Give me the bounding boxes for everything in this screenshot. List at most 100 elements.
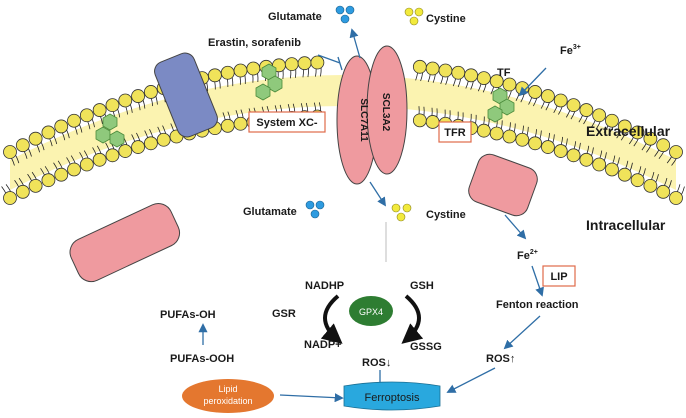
cystine-top-label: Cystine <box>426 13 466 25</box>
system-xc-box <box>248 111 326 133</box>
lipid-head <box>208 68 222 83</box>
lipid-head <box>476 123 491 138</box>
intracellular-label: Intracellular <box>586 217 666 233</box>
lipid-head <box>41 173 56 188</box>
lipid-head <box>528 85 543 99</box>
fe3-label: Fe3+ <box>560 44 581 57</box>
lipid-head <box>541 89 555 103</box>
lipid-head <box>15 138 30 153</box>
lipid-head <box>233 116 248 131</box>
lipid-head <box>669 191 683 205</box>
lipid-head <box>92 103 107 117</box>
lipid-head <box>656 184 671 199</box>
lipid-head <box>553 144 568 158</box>
lipid-head <box>553 93 568 108</box>
lipid-head <box>79 157 94 172</box>
lipid-head <box>643 131 658 146</box>
lip-label: LIP <box>550 271 567 283</box>
lipid-head <box>489 126 504 141</box>
lip-box <box>542 265 576 287</box>
ferroptosis-node <box>343 381 441 411</box>
lipid-head <box>464 68 478 83</box>
pink-membrane-protein-left <box>69 203 181 283</box>
lipid-head <box>118 93 133 108</box>
lipid-head <box>476 71 491 86</box>
lipid-head <box>566 98 581 113</box>
lipid-label-line2: peroxidation <box>203 396 252 406</box>
glutamate-bottom-label: Glutamate <box>243 206 297 218</box>
lipid-head <box>630 125 645 140</box>
lipid-head <box>617 119 632 134</box>
lipid-head <box>246 61 261 76</box>
lipid-head <box>541 140 555 154</box>
lipid-head <box>502 77 517 92</box>
lipid-head <box>451 65 466 80</box>
gsr-label: GSR <box>272 308 296 320</box>
lipid-head <box>412 59 427 74</box>
glutamate-dots-icon <box>305 5 355 219</box>
lipid-head <box>425 61 440 76</box>
lipid-head <box>669 145 683 159</box>
lipid-head <box>630 173 645 188</box>
scl3a2-label: SCL3A2 <box>380 93 391 132</box>
lipid-head <box>143 136 158 151</box>
nadhp-label: NADHP <box>305 280 344 292</box>
lipid-head <box>297 56 312 71</box>
lipid-head <box>233 63 248 78</box>
ros-up-label: ROS↑ <box>486 353 515 365</box>
lipid-head <box>54 119 69 134</box>
pufas-oh-label: PUFAs-OH <box>160 309 216 321</box>
lipid-head <box>105 148 120 163</box>
lipid-head <box>92 152 107 167</box>
gpx4-enzyme <box>349 296 393 326</box>
lipid-head <box>438 63 453 78</box>
extracellular-label: Extracellular <box>586 123 671 139</box>
lipid-head <box>605 113 619 128</box>
lipid-head <box>579 152 594 167</box>
lipid-head <box>3 145 17 159</box>
lipid-head <box>592 157 607 172</box>
lipid-head <box>143 85 158 99</box>
lipid-peroxidation-node <box>182 379 274 413</box>
ferroptosis-label: Ferroptosis <box>364 392 420 404</box>
nadp-label: NADP+ <box>304 339 342 351</box>
lipid-head <box>67 162 81 177</box>
glutamate-top-label: Glutamate <box>268 11 322 23</box>
lipid-head <box>617 167 632 182</box>
hexagon-cluster-icon <box>95 63 515 148</box>
lipid-head <box>605 162 619 177</box>
pathway-arrows <box>198 28 547 403</box>
pufas-ooh-label: PUFAs-OOH <box>170 353 234 365</box>
tfr-protein <box>468 153 538 217</box>
lipid-head <box>656 138 671 153</box>
lipid-head <box>412 113 427 128</box>
lipid-head <box>41 125 56 140</box>
lipid-head <box>156 132 171 147</box>
system-xc-label: System XC- <box>256 117 317 129</box>
lipid-head <box>131 140 145 154</box>
lipid-head <box>220 65 235 80</box>
cystine-dots-icon <box>391 7 424 222</box>
gsh-label: GSH <box>410 280 434 292</box>
erastin-label: Erastin, sorafenib <box>208 37 301 49</box>
lipid-head <box>425 115 440 129</box>
blue-membrane-protein <box>154 52 218 138</box>
lipid-head <box>502 129 517 144</box>
lipid-head <box>105 98 120 113</box>
lipid-head <box>284 57 299 72</box>
lipid-head <box>489 74 504 89</box>
lipid-head <box>54 167 69 182</box>
lipid-head <box>28 178 43 193</box>
gssg-label: GSSG <box>410 341 442 353</box>
curved-arrow-icon <box>320 294 343 344</box>
slc7a11-label: SLC7A11 <box>358 98 369 142</box>
lipid-head <box>3 191 17 205</box>
lipid-head <box>131 89 145 103</box>
fenton-reaction-label: Fenton reaction <box>496 299 579 311</box>
lipid-head <box>515 132 530 147</box>
lipid-head <box>643 178 658 193</box>
cystine-bottom-label: Cystine <box>426 209 466 221</box>
lipid-head <box>220 118 235 133</box>
